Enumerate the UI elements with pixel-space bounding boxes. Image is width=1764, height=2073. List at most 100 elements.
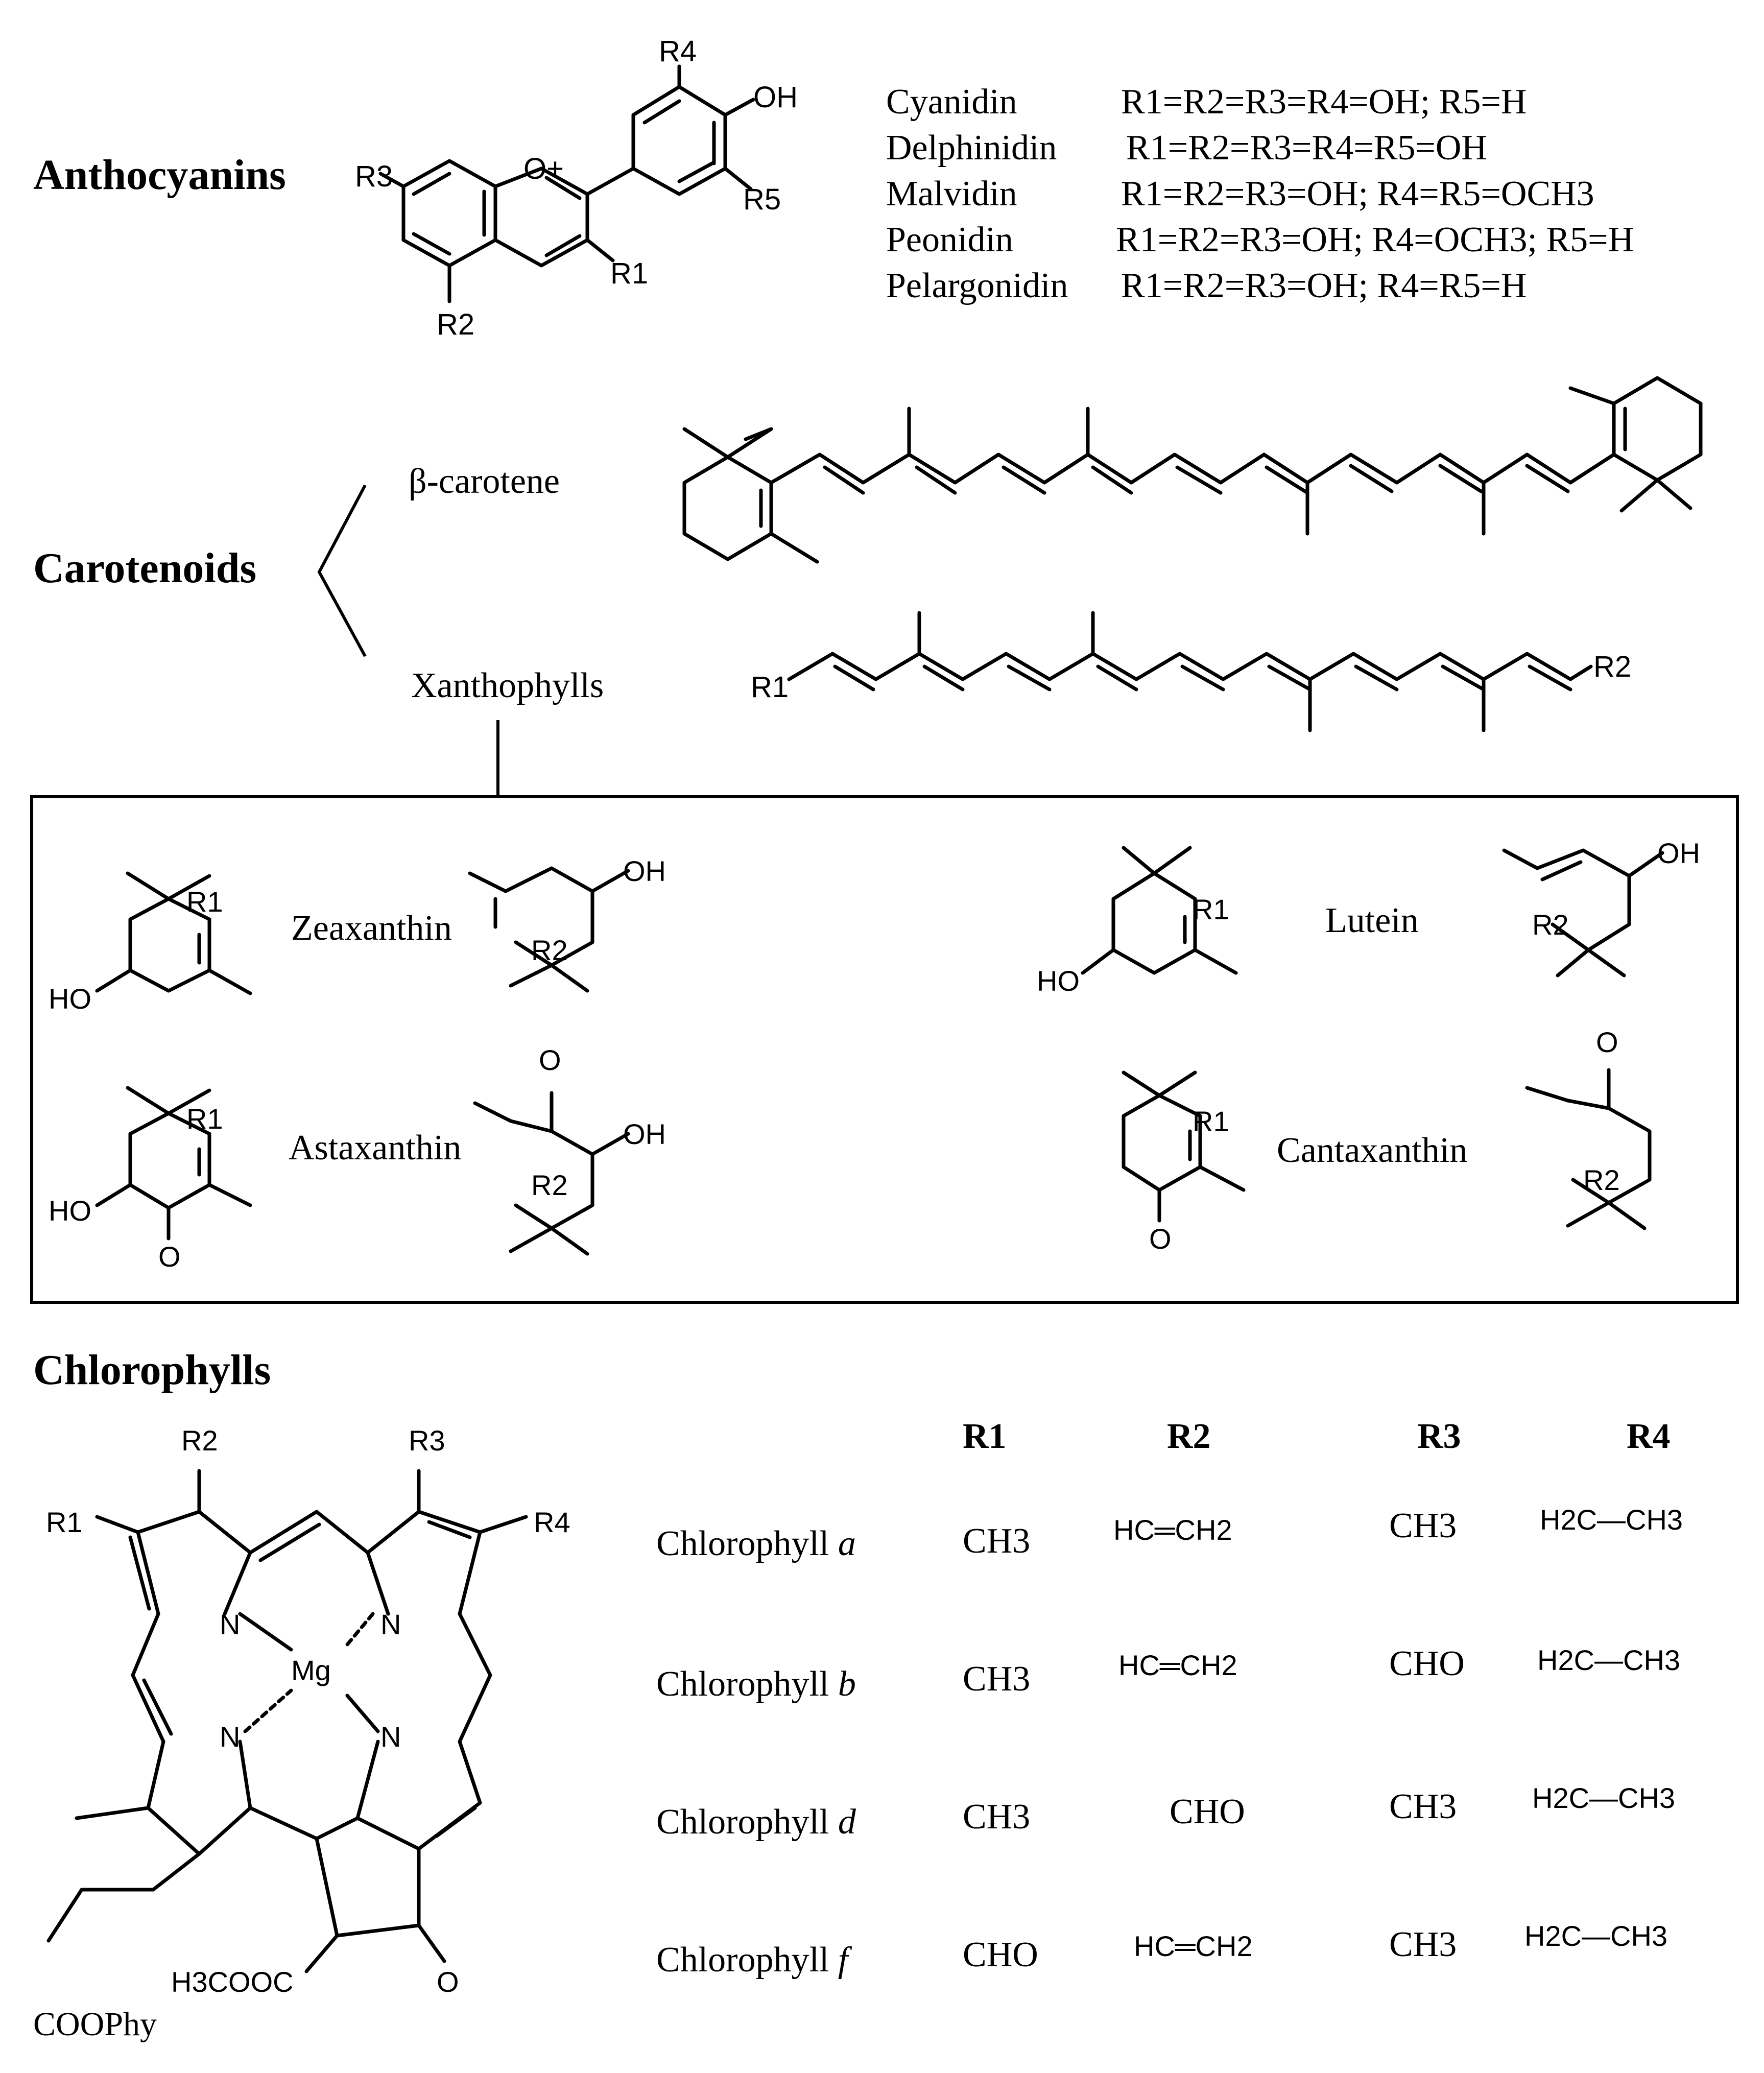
row-r1: CH3 bbox=[963, 1521, 1030, 1561]
chlorophyll-r4-label: R4 bbox=[534, 1506, 570, 1538]
o-label: O bbox=[158, 1241, 181, 1273]
row-name: Chlorophyll b bbox=[656, 1664, 856, 1704]
chlorophylls-heading: Chlorophylls bbox=[33, 1346, 271, 1394]
row-r4: H2C—CH3 bbox=[1532, 1782, 1675, 1814]
ho-label: HO bbox=[49, 983, 91, 1015]
ho-label: HO bbox=[1037, 965, 1080, 997]
column-header: R1 bbox=[963, 1417, 1007, 1456]
xanthophylls-label: Xanthophylls bbox=[411, 666, 604, 705]
row-r4: H2C—CH3 bbox=[1524, 1920, 1667, 1952]
mg-label: Mg bbox=[291, 1654, 331, 1686]
row-r2: HC═CH2 bbox=[1134, 1930, 1253, 1962]
chlorophyll-r2-label: R2 bbox=[181, 1424, 218, 1457]
o-label: O bbox=[437, 1966, 459, 1998]
anthocyanin-oh-label: OH bbox=[753, 81, 798, 114]
row-name: Chlorophyll a bbox=[656, 1524, 856, 1563]
r1-label: R1 bbox=[186, 886, 223, 918]
n-label: N bbox=[220, 1608, 240, 1640]
oh-label: OH bbox=[623, 855, 666, 887]
anthocyanin-r4-label: R4 bbox=[659, 35, 697, 68]
oh-label: OH bbox=[1657, 837, 1700, 869]
n-label: N bbox=[380, 1721, 401, 1753]
row-name: Chlorophyll f bbox=[656, 1940, 852, 1980]
r2-label: R2 bbox=[531, 1169, 568, 1201]
carotenoids-section: Carotenoids β-carotene Xanthophylls bbox=[30, 376, 1739, 1304]
xanthophyll-chain-structure: R1 R2 bbox=[751, 611, 1631, 732]
row-r4: H2C—CH3 bbox=[1540, 1504, 1683, 1536]
variant-formula: R1=R2=R3=OH; R4=R5=H bbox=[1121, 266, 1527, 305]
variant-formula: R1=R2=R3=R4=R5=OH bbox=[1126, 128, 1487, 168]
xanthophyll-box bbox=[30, 795, 1739, 1304]
variant-name: Delphinidin bbox=[886, 128, 1057, 168]
ester-label: H3COOC bbox=[171, 1966, 294, 1998]
o-label: O bbox=[1149, 1223, 1172, 1255]
anthocyanins-section: Anthocyanins R3 O+ bbox=[33, 35, 1634, 341]
table-row: Chlorophyll d CH3 CHO CH3 H2C—CH3 bbox=[656, 1782, 1675, 1842]
r1-label: R1 bbox=[1193, 1105, 1229, 1137]
column-header: R4 bbox=[1627, 1417, 1671, 1456]
xanthophyll-r1-label: R1 bbox=[751, 671, 789, 704]
table-row: Chlorophyll f CHO HC═CH2 CH3 H2C—CH3 bbox=[656, 1920, 1667, 1980]
chlorophyll-structure: R1 R2 R3 R4 N N Mg N N H3COOC O COOPhy bbox=[33, 1424, 570, 2043]
r1-label: R1 bbox=[1193, 893, 1229, 925]
beta-carotene-structure bbox=[682, 376, 1703, 564]
o-label: O bbox=[539, 1044, 561, 1076]
row-r3: CH3 bbox=[1389, 1506, 1457, 1545]
row-r3: CH3 bbox=[1389, 1787, 1457, 1826]
variant-formula: R1=R2=R3=R4=OH; R5=H bbox=[1121, 82, 1527, 122]
r1-label: R1 bbox=[186, 1103, 223, 1135]
row-r1: CH3 bbox=[963, 1659, 1030, 1699]
carotenoid-branch-bracket bbox=[317, 484, 367, 657]
carotenoids-heading: Carotenoids bbox=[33, 544, 256, 592]
xanthophyll-name: Cantaxanthin bbox=[1277, 1131, 1467, 1170]
chlorophylls-section: Chlorophylls bbox=[33, 1346, 1683, 2043]
variant-name: Pelargonidin bbox=[886, 266, 1068, 305]
variant-name: Peonidin bbox=[886, 220, 1013, 259]
row-name: Chlorophyll d bbox=[656, 1802, 856, 1842]
cantaxanthin-card: Cantaxanthin O R1 O R2 bbox=[1122, 1026, 1652, 1255]
column-header: R3 bbox=[1417, 1417, 1461, 1456]
lutein-card: Lutein HO R1 OH R2 bbox=[1037, 837, 1700, 997]
table-row: Chlorophyll b CH3 HC═CH2 CHO H2C—CH3 bbox=[656, 1644, 1680, 1704]
coophy-label: COOPhy bbox=[33, 2006, 157, 2043]
anthocyanins-heading: Anthocyanins bbox=[33, 151, 286, 199]
xanthophyll-name: Astaxanthin bbox=[289, 1128, 461, 1167]
astaxanthin-card: Astaxanthin HO O R1 O OH R2 bbox=[49, 1044, 666, 1273]
variant-formula: R1=R2=R3=OH; R4=OCH3; R5=H bbox=[1116, 220, 1634, 259]
xanthophyll-name: Zeaxanthin bbox=[291, 909, 452, 948]
anthocyanin-variant-list: Cyanidin R1=R2=R3=R4=OH; R5=H Delphinidi… bbox=[886, 82, 1634, 305]
xanthophyll-r2-label: R2 bbox=[1593, 650, 1631, 683]
variant-formula: R1=R2=R3=OH; R4=R5=OCH3 bbox=[1121, 174, 1594, 213]
n-label: N bbox=[220, 1721, 240, 1753]
anthocyanin-r2-label: R2 bbox=[437, 308, 474, 341]
row-r1: CH3 bbox=[963, 1797, 1030, 1837]
r2-label: R2 bbox=[1532, 909, 1569, 941]
anthocyanin-oplus-label: O+ bbox=[523, 152, 564, 185]
o-label: O bbox=[1596, 1026, 1618, 1058]
table-row: Chlorophyll a CH3 HC═CH2 CH3 H2C—CH3 bbox=[656, 1504, 1683, 1563]
xanthophyll-name: Lutein bbox=[1325, 901, 1419, 940]
r2-label: R2 bbox=[1583, 1164, 1620, 1196]
chlorophyll-r3-label: R3 bbox=[409, 1424, 445, 1457]
row-r2: CHO bbox=[1170, 1792, 1245, 1831]
anthocyanin-r3-label: R3 bbox=[355, 160, 393, 193]
n-label: N bbox=[380, 1608, 401, 1640]
row-r3: CHO bbox=[1389, 1644, 1465, 1683]
anthocyanin-structure: R3 O+ R4 OH R5 R1 R2 bbox=[355, 35, 798, 341]
anthocyanin-r1-label: R1 bbox=[610, 257, 648, 290]
row-r3: CH3 bbox=[1389, 1925, 1457, 1964]
beta-carotene-label: β-carotene bbox=[409, 462, 560, 501]
r2-label: R2 bbox=[531, 934, 568, 966]
ho-label: HO bbox=[49, 1195, 91, 1227]
chlorophyll-r1-label: R1 bbox=[46, 1506, 83, 1538]
row-r2: HC═CH2 bbox=[1113, 1514, 1232, 1546]
row-r2: HC═CH2 bbox=[1118, 1649, 1237, 1681]
variant-name: Malvidin bbox=[886, 174, 1017, 213]
zeaxanthin-card: Zeaxanthin HO R1 OH R2 bbox=[49, 855, 666, 1015]
row-r1: CHO bbox=[963, 1935, 1038, 1974]
anthocyanin-r5-label: R5 bbox=[743, 183, 781, 216]
row-r4: H2C—CH3 bbox=[1537, 1644, 1680, 1676]
column-header: R2 bbox=[1167, 1417, 1211, 1456]
oh-label: OH bbox=[623, 1118, 666, 1150]
